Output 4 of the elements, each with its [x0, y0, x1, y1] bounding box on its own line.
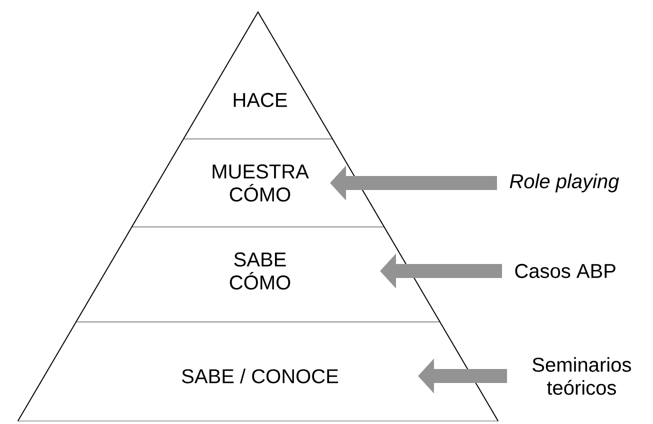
method-label: Casos ABP — [515, 264, 616, 278]
method-label: Seminarios teóricos — [532, 357, 631, 395]
node-label: SABE / CONOCE — [182, 368, 338, 384]
method-label: Role playing — [510, 174, 620, 192]
